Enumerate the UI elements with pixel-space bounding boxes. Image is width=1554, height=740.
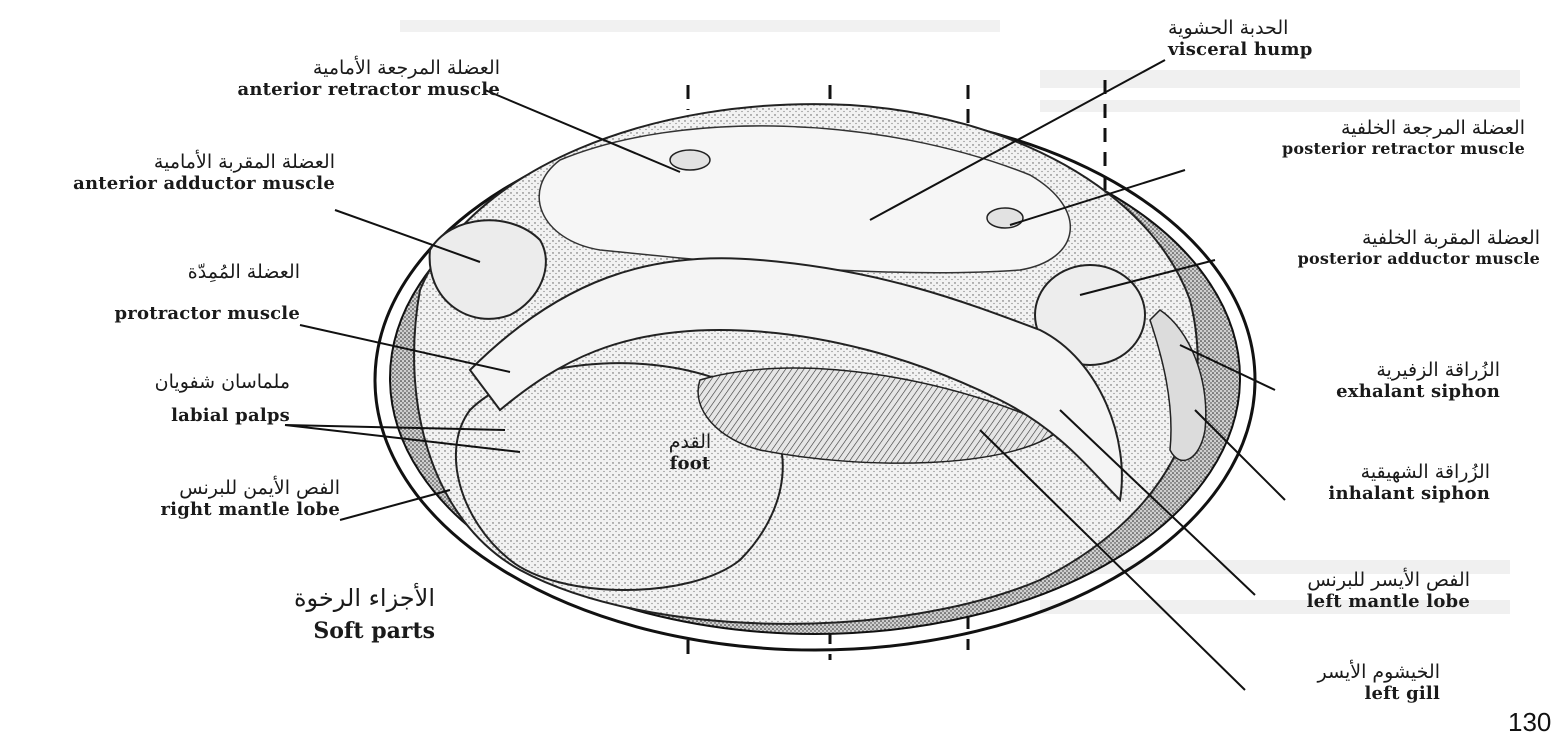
posterior-adductor-ar: العضلة المقربة الخلفية <box>1215 228 1540 250</box>
left-gill-ar: الخيشوم الأيسر <box>1250 662 1440 684</box>
exhalant-siphon-ar: الزُراقة الزفيرية <box>1280 360 1500 382</box>
foot-ar: القدم <box>655 432 725 454</box>
label-exhalant-siphon: الزُراقة الزفيرية exhalant siphon <box>1280 360 1500 403</box>
posterior-adductor-en: posterior adductor muscle <box>1215 250 1540 268</box>
caption-en: Soft parts <box>200 619 435 644</box>
page-number: 130 <box>1508 708 1551 738</box>
right-mantle-lobe-en: right mantle lobe <box>90 500 340 521</box>
label-protractor: العضلة المُمِدّة protractor muscle <box>60 262 300 325</box>
labial-palps-ar: ملماسان شفويان <box>60 372 290 394</box>
label-labial-palps: ملماسان شفويان labial palps <box>60 372 290 427</box>
left-mantle-lobe-en: left mantle lobe <box>1250 592 1470 613</box>
posterior-retractor-ar: العضلة المرجعة الخلفية <box>1195 118 1525 140</box>
label-left-gill: الخيشوم الأيسر left gill <box>1250 662 1440 705</box>
labial-palps-en: labial palps <box>60 406 290 427</box>
anterior-adductor-en: anterior adductor muscle <box>5 174 335 195</box>
foot-en: foot <box>655 454 725 475</box>
label-posterior-retractor: العضلة المرجعة الخلفية posterior retract… <box>1195 118 1525 158</box>
visceral-hump-ar: الحدبة الحشوية <box>1168 18 1313 40</box>
left-gill-en: left gill <box>1250 684 1440 705</box>
label-right-mantle-lobe: الفص الأيمن للبرنس right mantle lobe <box>90 478 340 521</box>
inhalant-siphon-en: inhalant siphon <box>1280 484 1490 505</box>
label-foot: القدم foot <box>655 432 725 475</box>
label-anterior-retractor: العضلة المرجعة الأمامية anterior retract… <box>230 58 500 101</box>
anterior-retractor-shape <box>670 150 710 170</box>
anterior-retractor-ar: العضلة المرجعة الأمامية <box>230 58 500 80</box>
label-visceral-hump: الحدبة الحشوية visceral hump <box>1168 18 1313 61</box>
anterior-adductor-ar: العضلة المقربة الأمامية <box>5 152 335 174</box>
visceral-hump-en: visceral hump <box>1168 40 1313 61</box>
label-anterior-adductor: العضلة المقربة الأمامية anterior adducto… <box>5 152 335 195</box>
protractor-ar: العضلة المُمِدّة <box>60 262 300 284</box>
label-left-mantle-lobe: الفص الأيسر للبرنس left mantle lobe <box>1250 570 1470 613</box>
posterior-retractor-en: posterior retractor muscle <box>1195 140 1525 158</box>
anterior-retractor-en: anterior retractor muscle <box>230 80 500 101</box>
left-mantle-lobe-ar: الفص الأيسر للبرنس <box>1250 570 1470 592</box>
inhalant-siphon-ar: الزُراقة الشهيقية <box>1280 462 1490 484</box>
caption-ar: الأجزاء الرخوة <box>200 585 435 613</box>
exhalant-siphon-en: exhalant siphon <box>1280 382 1500 403</box>
right-mantle-lobe-ar: الفص الأيمن للبرنس <box>90 478 340 500</box>
figure-caption: الأجزاء الرخوة Soft parts <box>200 585 435 644</box>
posterior-retractor-shape <box>987 208 1023 228</box>
protractor-en: protractor muscle <box>60 304 300 325</box>
label-inhalant-siphon: الزُراقة الشهيقية inhalant siphon <box>1280 462 1490 505</box>
label-posterior-adductor: العضلة المقربة الخلفية posterior adducto… <box>1215 228 1540 268</box>
